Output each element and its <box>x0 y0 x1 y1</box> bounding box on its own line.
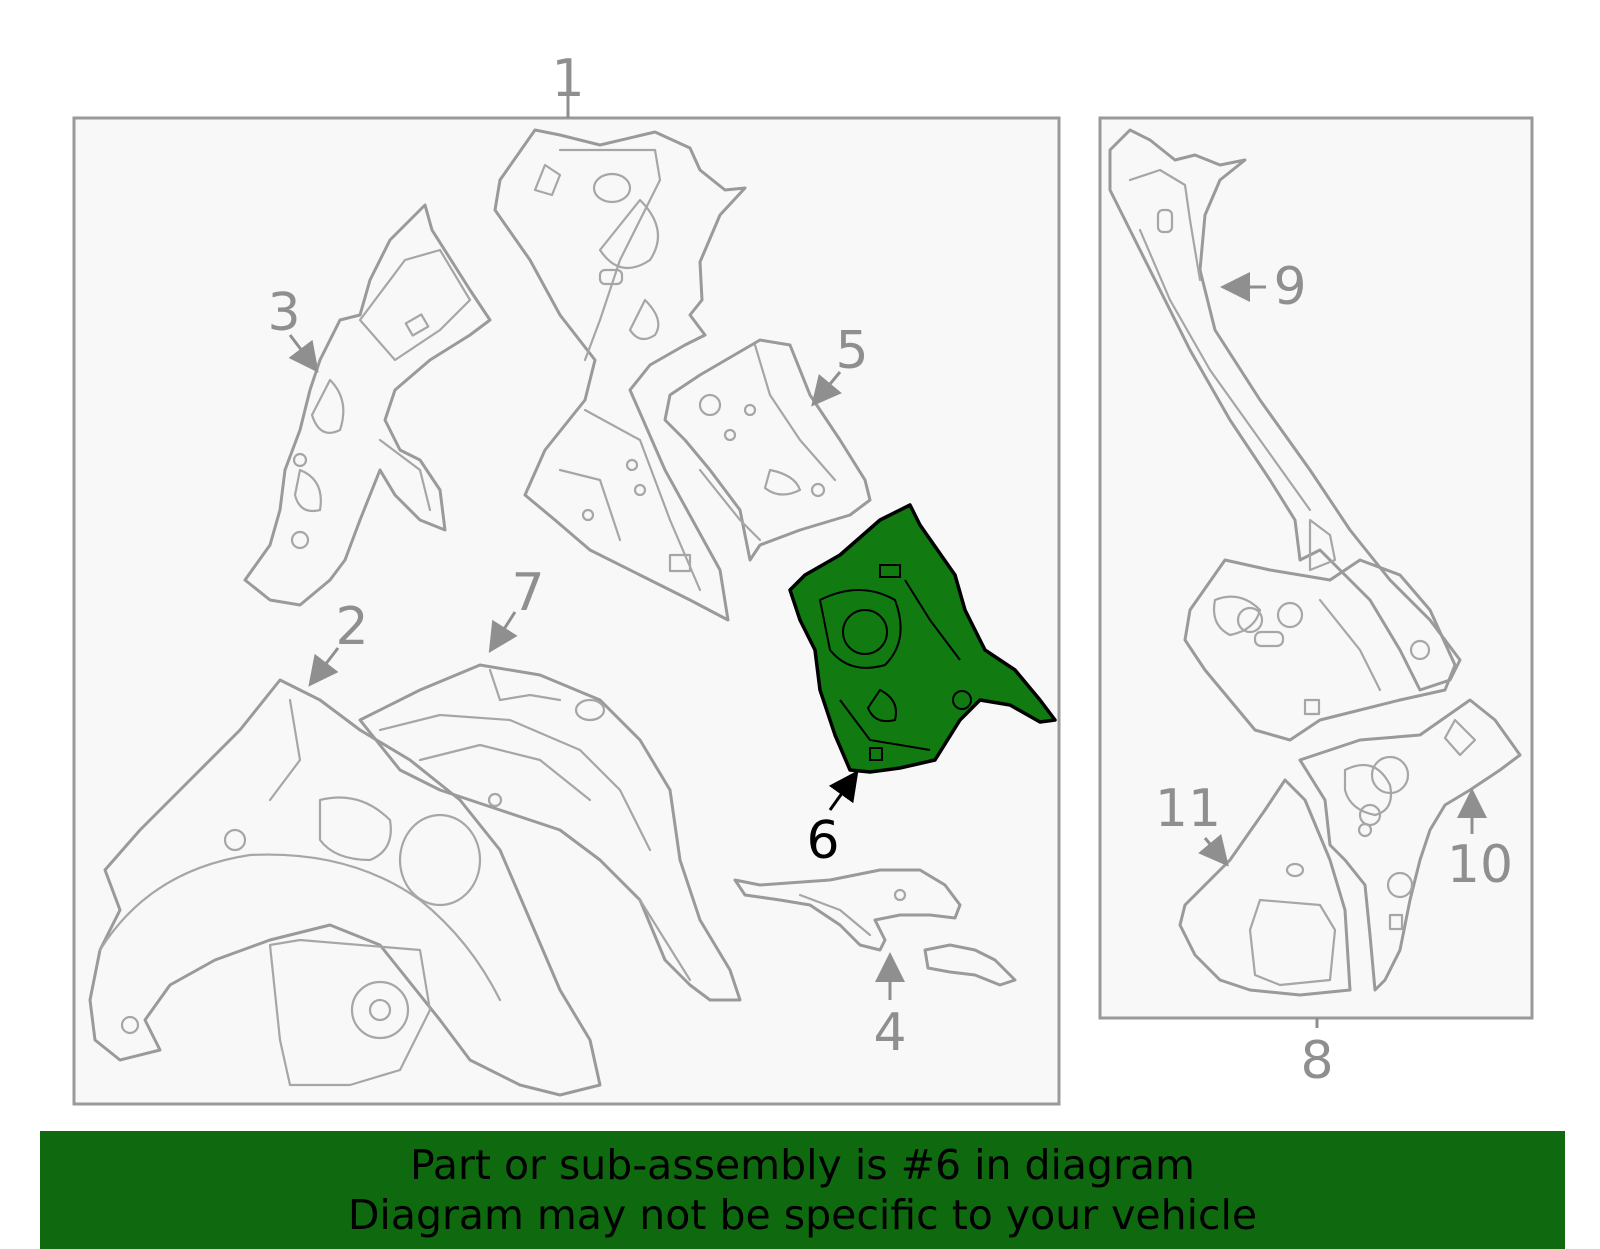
callout-2: 2 <box>335 597 368 657</box>
leader-2 <box>308 647 340 687</box>
part-8-sub-lower-panel[interactable] <box>1183 558 1457 742</box>
part-4-bracket[interactable] <box>733 868 1017 987</box>
part-11-corner-panel[interactable] <box>1178 778 1352 997</box>
info-banner: Part or sub-assembly is #6 in diagram Di… <box>40 1131 1565 1249</box>
callout-3: 3 <box>267 283 300 343</box>
callout-11: 11 <box>1155 779 1221 839</box>
callout-6: 6 <box>806 811 839 871</box>
leader-5 <box>811 371 842 407</box>
callout-9: 9 <box>1273 257 1306 317</box>
part-6-highlighted-panel[interactable] <box>788 503 1057 774</box>
part-9-pillar[interactable] <box>1108 128 1462 692</box>
leader-11 <box>1198 833 1229 867</box>
part-1-inner-quarter-panel[interactable] <box>493 128 747 622</box>
leader-6 <box>828 770 859 811</box>
banner-line-disclaimer: Diagram may not be specific to your vehi… <box>347 1191 1258 1239</box>
callout-8: 8 <box>1300 1031 1333 1091</box>
part-6-shape <box>788 503 1057 774</box>
banner-line-part: Part or sub-assembly is #6 in diagram <box>410 1141 1195 1189</box>
leader-7 <box>488 611 518 654</box>
callout-7: 7 <box>511 563 544 623</box>
callout-1: 1 <box>551 49 584 109</box>
parts-diagram: 1 2 3 4 5 6 7 8 9 10 11 <box>72 49 1534 1106</box>
part-7-inner-wheelhouse[interactable] <box>358 663 742 1002</box>
part-2-outer-wheelhouse[interactable] <box>88 678 602 1097</box>
part-5-reinforcement-panel[interactable] <box>663 338 872 562</box>
leader-3 <box>288 334 319 373</box>
part-10-lower-pillar[interactable] <box>1298 698 1522 992</box>
callout-5: 5 <box>835 321 868 381</box>
callout-10: 10 <box>1447 835 1513 895</box>
callout-4: 4 <box>873 1003 906 1063</box>
